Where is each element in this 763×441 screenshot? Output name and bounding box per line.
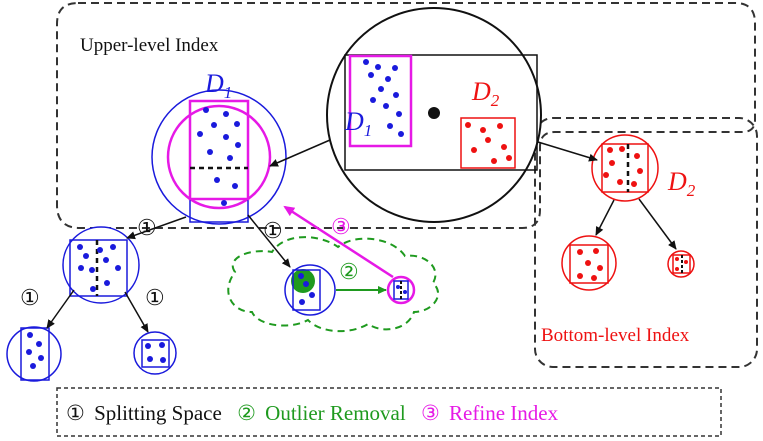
d2-left-child	[561, 235, 617, 291]
d2-node: D2	[591, 134, 696, 202]
bottom-level-region	[534, 117, 758, 368]
step-refine-marker: ③	[331, 214, 351, 239]
legend-refine-symbol: ③	[421, 401, 440, 425]
d2-right-label: D2	[667, 167, 696, 200]
legend-split-symbol: ①	[66, 401, 85, 425]
legend-outlier-symbol: ②	[237, 401, 256, 425]
d2-main-label: D2	[471, 77, 500, 110]
bottom-level-label: Bottom-level Index	[541, 325, 690, 346]
legend-row: ① Splitting Space ② Outlier Removal ③ Re…	[66, 401, 559, 425]
split-grandchild-left	[6, 326, 62, 382]
split-child-node	[62, 226, 140, 304]
step-split-marker-4: ①	[145, 285, 165, 310]
legend-refine-label: Refine Index	[449, 401, 559, 425]
step-split-marker-1: ①	[137, 215, 157, 240]
upper-level-label: Upper-level Index	[80, 35, 219, 56]
outlier-node-before	[284, 264, 336, 316]
upper-level-region	[56, 2, 756, 229]
step-outlier-marker: ②	[339, 259, 359, 284]
root-node: D1 D2	[326, 7, 542, 223]
legend-outlier-label: Outlier Removal	[265, 401, 406, 425]
refine-arrow	[283, 205, 394, 279]
d2-right-child	[667, 250, 695, 278]
legend-box	[56, 387, 722, 437]
step-split-marker-3: ①	[20, 285, 40, 310]
split-grandchild-right	[133, 331, 177, 375]
d1-main-label: D1	[204, 69, 232, 102]
legend-split-label: Splitting Space	[94, 401, 222, 425]
d1-node: D1	[151, 69, 287, 225]
outlier-node-after	[386, 275, 416, 305]
d1-inner-label: D1	[344, 107, 372, 140]
outlier-removal-region	[227, 236, 440, 333]
tree-edges	[46, 139, 677, 333]
step-split-marker-2: ①	[263, 218, 283, 243]
